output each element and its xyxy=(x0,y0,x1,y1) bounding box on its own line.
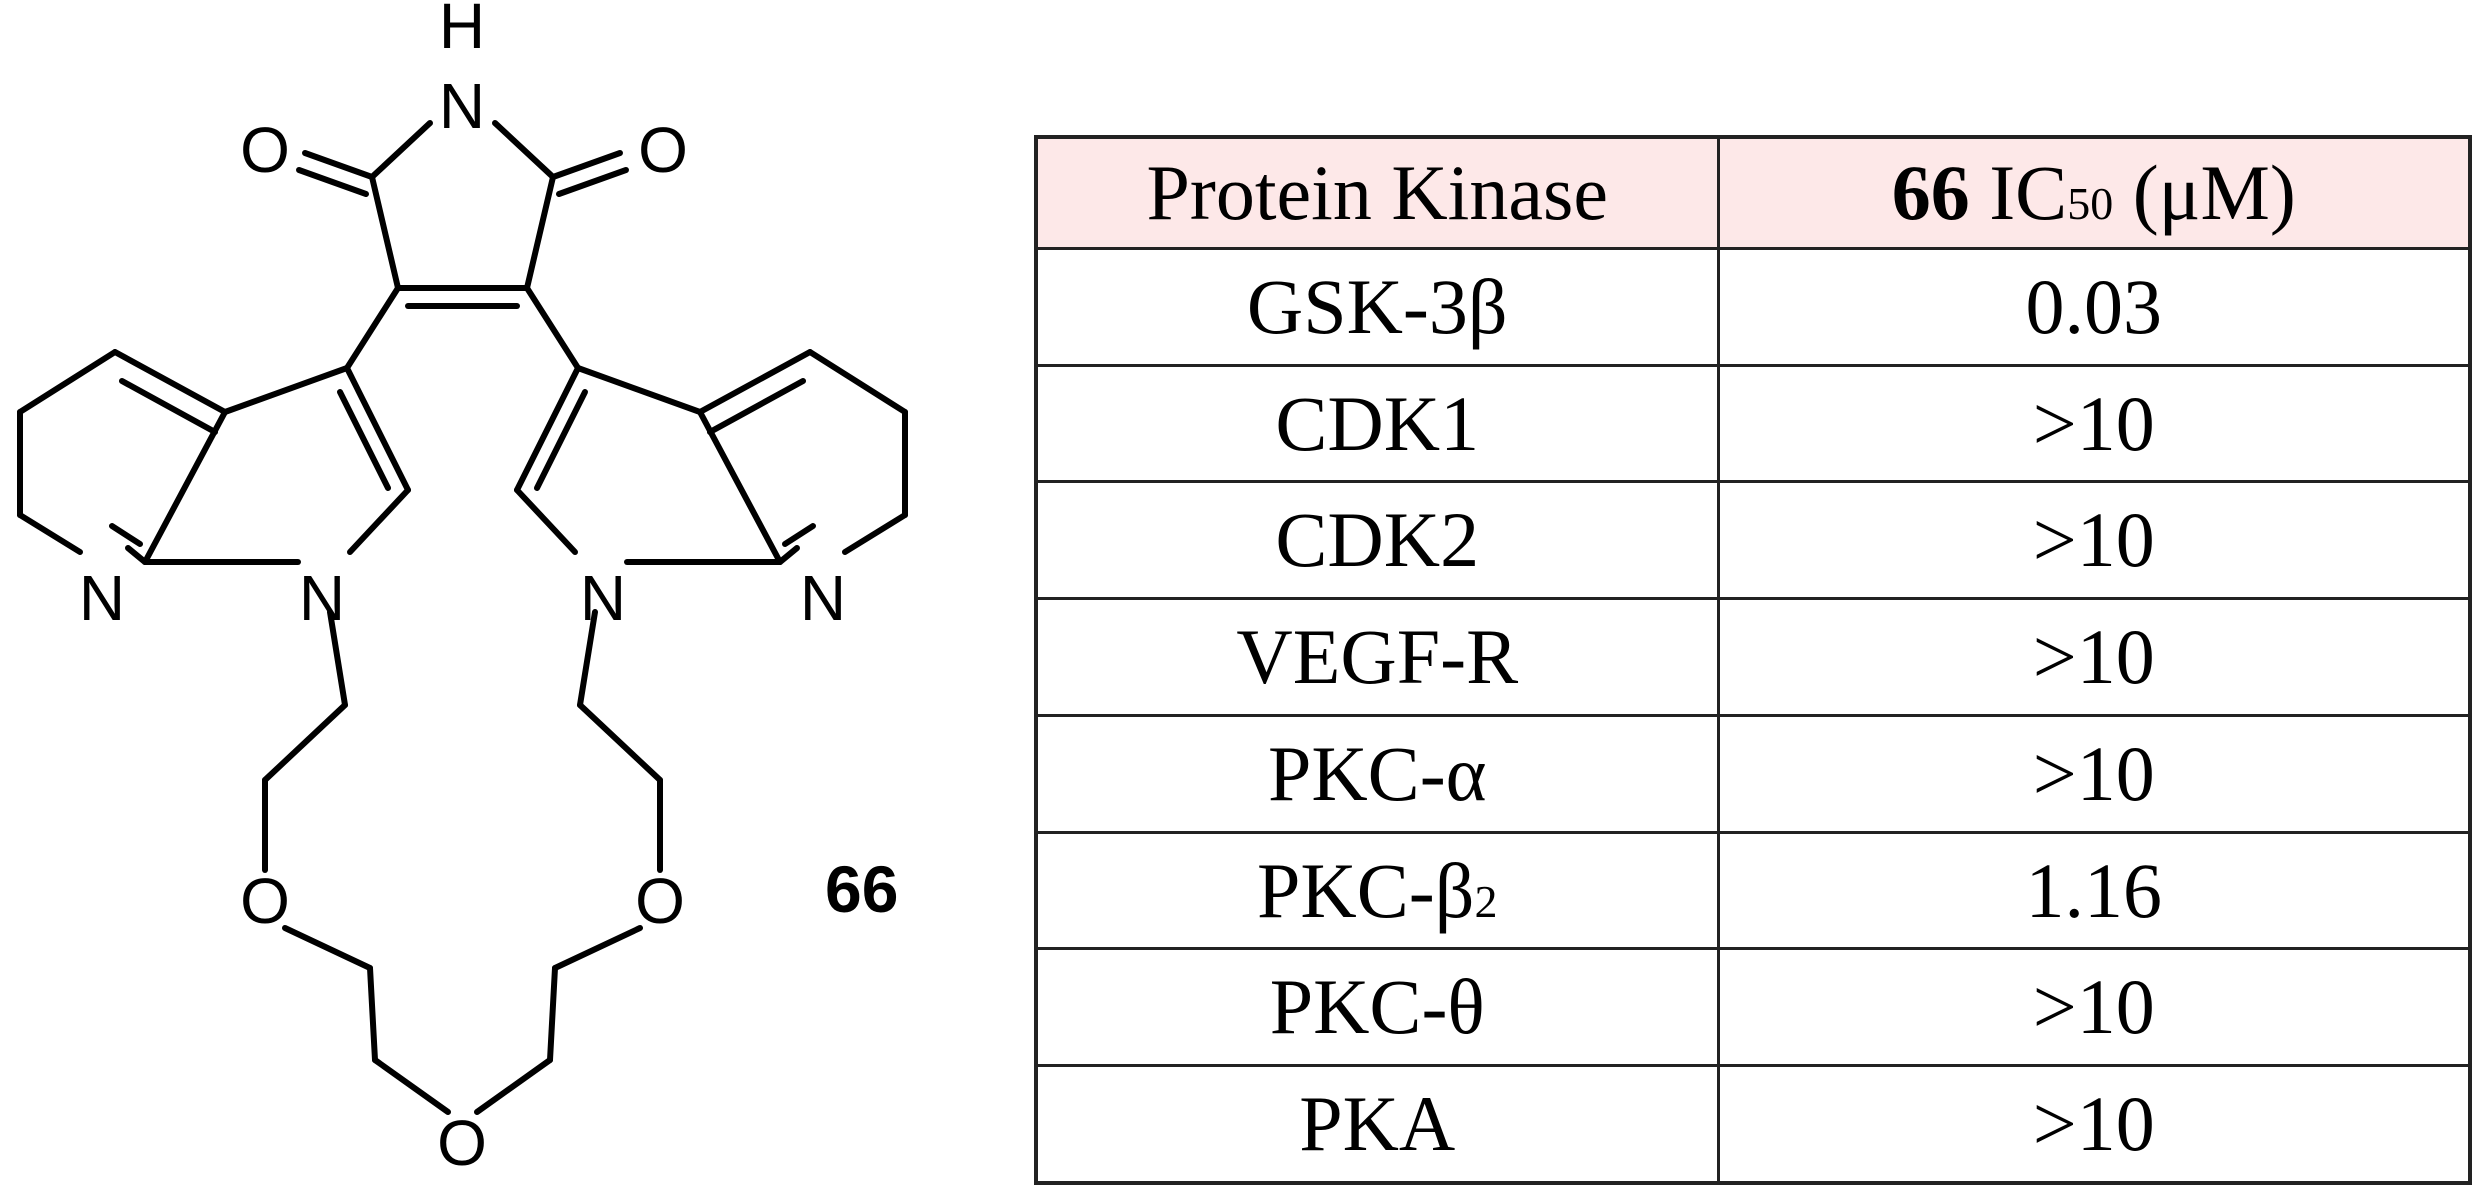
header-compound-number: 66 xyxy=(1891,149,1970,236)
table-row: CDK2 >10 xyxy=(1034,480,2472,601)
kinase-name-subscript: 2 xyxy=(1474,875,1498,927)
kinase-name: PKA xyxy=(1299,1080,1456,1168)
ic50-value-cell: >10 xyxy=(1716,713,2472,834)
atom-label-imide-n: N xyxy=(439,70,485,142)
atom-label-pyridine-n-left: N xyxy=(79,562,125,634)
table-row: PKA >10 xyxy=(1034,1064,2472,1185)
header-protein-kinase: Protein Kinase xyxy=(1034,135,1720,250)
kinase-name: PKC-α xyxy=(1267,729,1487,817)
atom-label-ether-o-left: O xyxy=(240,865,290,937)
kinase-name-cell: PKC-θ xyxy=(1034,947,1720,1068)
table-row: PKC-α >10 xyxy=(1034,713,2472,834)
header-ic-subscript: 50 xyxy=(2067,178,2114,229)
atom-label-ether-o-bottom: O xyxy=(437,1107,487,1179)
ic50-value-cell: 0.03 xyxy=(1716,247,2472,367)
kinase-name: PKC-θ xyxy=(1269,963,1485,1051)
header-ic50: 66 IC50 (μM) xyxy=(1716,135,2472,250)
atom-label-pyrrole-n-left: N xyxy=(299,562,345,634)
header-unit: (μM) xyxy=(2132,149,2296,236)
table-row: VEGF-R >10 xyxy=(1034,597,2472,717)
atom-label-carbonyl-o-left: O xyxy=(240,114,290,186)
structure-bonds xyxy=(17,120,908,1115)
ic50-value-cell: 1.16 xyxy=(1716,830,2472,951)
ic50-value-cell: >10 xyxy=(1716,1064,2472,1185)
table-header-row: Protein Kinase 66 IC50 (μM) xyxy=(1034,135,2472,250)
compound-number-label: 66 xyxy=(825,852,899,926)
kinase-name: CDK2 xyxy=(1275,496,1480,584)
ic50-value-cell: >10 xyxy=(1716,947,2472,1068)
kinase-name: GSK-3β xyxy=(1246,262,1508,350)
atom-label-ether-o-right: O xyxy=(635,865,685,937)
kinase-name-cell: PKC-α xyxy=(1034,713,1720,834)
kinase-name-cell: GSK-3β xyxy=(1034,247,1720,367)
header-ic-label: IC xyxy=(1989,149,2068,236)
kinase-name-cell: PKA xyxy=(1034,1064,1720,1185)
chemical-structure-diagram: H N O O N N N N O O O xyxy=(17,0,908,1179)
table-row: GSK-3β 0.03 xyxy=(1034,247,2472,367)
ic50-value-cell: >10 xyxy=(1716,480,2472,601)
atom-label-carbonyl-o-right: O xyxy=(638,114,688,186)
kinase-name-cell: VEGF-R xyxy=(1034,597,1720,717)
structure-atom-labels: H N O O N N N N O O O xyxy=(79,0,846,1179)
ic50-value-cell: >10 xyxy=(1716,597,2472,717)
kinase-name-cell: PKC-β2 xyxy=(1034,830,1720,951)
kinase-name: VEGF-R xyxy=(1236,613,1519,701)
kinase-name-cell: CDK1 xyxy=(1034,363,1720,484)
atom-label-pyrrole-n-right: N xyxy=(580,562,626,634)
table-row: PKC-θ >10 xyxy=(1034,947,2472,1068)
kinase-name-cell: CDK2 xyxy=(1034,480,1720,601)
atom-label-imide-h: H xyxy=(439,0,485,62)
ic50-value-cell: >10 xyxy=(1716,363,2472,484)
kinase-name: PKC-β xyxy=(1257,846,1475,934)
kinase-name: CDK1 xyxy=(1275,379,1480,467)
table-row: CDK1 >10 xyxy=(1034,363,2472,484)
atom-label-pyridine-n-right: N xyxy=(800,562,846,634)
